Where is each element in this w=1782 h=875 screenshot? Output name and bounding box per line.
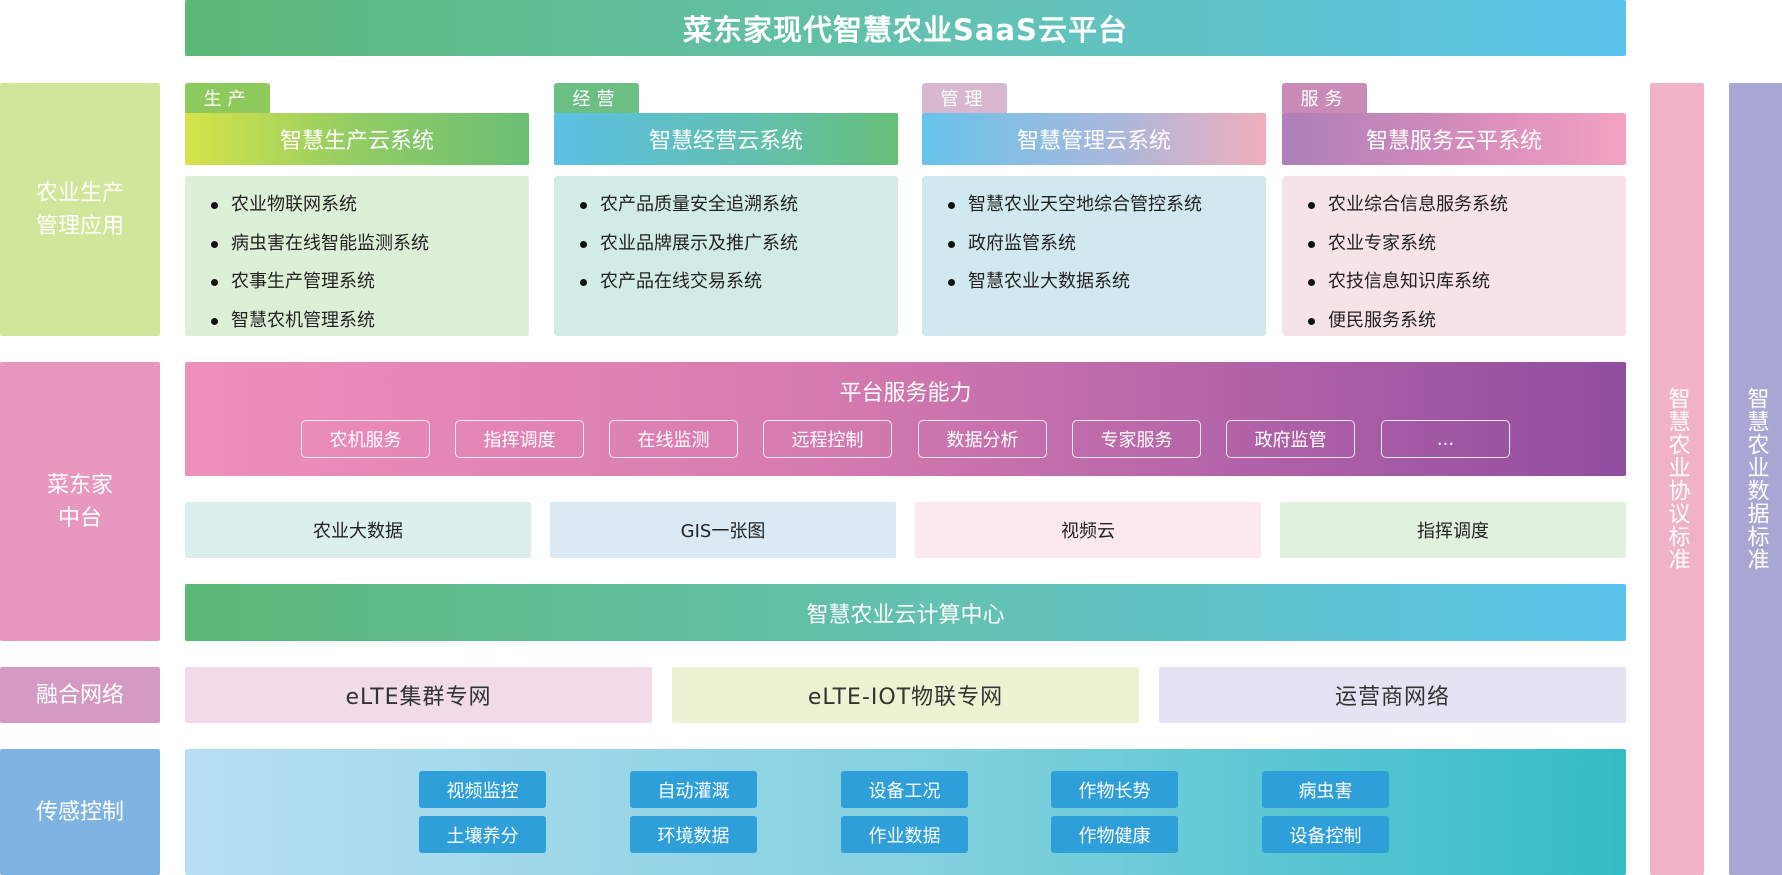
data-standard-label: 智慧农业数据标准	[1743, 387, 1769, 571]
capability-tag: 专家服务	[1072, 420, 1201, 458]
platform-title: 菜东家现代智慧农业SaaS云平台	[185, 0, 1626, 56]
sensing-tag: 作物长势	[1051, 771, 1178, 808]
layer-label-app-line1: 农业生产	[35, 180, 124, 206]
platform-service-panel: 平台服务能力 农机服务 指挥调度 在线监测 远程控制 数据分析 专家服务 政府监…	[185, 362, 1626, 476]
layer-label-sensing: 传感控制	[0, 749, 160, 875]
sensing-tag: 土壤养分	[419, 816, 546, 853]
management-system-header: 智慧管理云系统	[922, 113, 1266, 165]
network-box-elte: eLTE集群专网	[185, 667, 652, 723]
list-item: 农业综合信息服务系统	[1308, 186, 1626, 225]
sensing-panel: 视频监控 自动灌溉 设备工况 作物长势 病虫害 土壤养分 环境数据 作业数据 作…	[185, 749, 1626, 875]
list-item: 农事生产管理系统	[211, 263, 529, 302]
list-item: 农业品牌展示及推广系统	[580, 225, 898, 264]
list-item: 农业专家系统	[1308, 225, 1626, 264]
middle-box-big-data: 农业大数据	[185, 502, 531, 558]
list-item: 智慧农业大数据系统	[948, 263, 1266, 302]
network-box-elte-iot: eLTE-IOT物联专网	[672, 667, 1139, 723]
platform-service-title: 平台服务能力	[839, 381, 972, 406]
sensing-tag: 视频监控	[419, 771, 546, 808]
middle-box-video-cloud: 视频云	[915, 502, 1261, 558]
tab-service: 服务	[1282, 83, 1367, 113]
protocol-standard-bar: 智慧农业协议标准	[1650, 83, 1704, 875]
production-system-header: 智慧生产云系统	[185, 113, 529, 165]
layer-label-network: 融合网络	[0, 667, 160, 723]
layer-label-middle-line2: 中台	[57, 505, 102, 531]
management-system-list: 智慧农业天空地综合管控系统 政府监管系统 智慧农业大数据系统	[922, 176, 1266, 336]
layer-label-app-line2: 管理应用	[35, 213, 124, 239]
sensing-tag: 病虫害	[1262, 771, 1389, 808]
list-item: 智慧农业天空地综合管控系统	[948, 186, 1266, 225]
protocol-standard-label: 智慧农业协议标准	[1664, 387, 1690, 571]
capability-tag: 数据分析	[918, 420, 1047, 458]
list-item: 农技信息知识库系统	[1308, 263, 1626, 302]
sensing-tag: 环境数据	[630, 816, 757, 853]
list-item: 病虫害在线智能监测系统	[211, 225, 529, 264]
list-item: 智慧农机管理系统	[211, 302, 529, 341]
capability-tag-more: ...	[1381, 420, 1510, 458]
sensing-tag: 自动灌溉	[630, 771, 757, 808]
list-item: 农产品在线交易系统	[580, 263, 898, 302]
business-system-header: 智慧经营云系统	[554, 113, 898, 165]
cloud-computing-center: 智慧农业云计算中心	[185, 584, 1626, 641]
service-system-list: 农业综合信息服务系统 农业专家系统 农技信息知识库系统 便民服务系统	[1282, 176, 1626, 336]
capability-tag: 远程控制	[763, 420, 892, 458]
service-system-header: 智慧服务云平系统	[1282, 113, 1626, 165]
tab-production: 生产	[185, 83, 270, 113]
layer-label-app: 农业生产管理应用	[0, 83, 160, 336]
sensing-tag: 作物健康	[1051, 816, 1178, 853]
middle-box-dispatch: 指挥调度	[1280, 502, 1626, 558]
production-system-list: 农业物联网系统 病虫害在线智能监测系统 农事生产管理系统 智慧农机管理系统	[185, 176, 529, 336]
network-box-carrier: 运营商网络	[1159, 667, 1626, 723]
data-standard-bar: 智慧农业数据标准	[1729, 83, 1782, 875]
list-item: 农产品质量安全追溯系统	[580, 186, 898, 225]
business-system-list: 农产品质量安全追溯系统 农业品牌展示及推广系统 农产品在线交易系统	[554, 176, 898, 336]
layer-label-middle-line1: 菜东家	[46, 472, 113, 498]
capability-tag: 指挥调度	[455, 420, 584, 458]
tab-management: 管理	[922, 83, 1007, 113]
sensing-tag: 作业数据	[841, 816, 968, 853]
list-item: 便民服务系统	[1308, 302, 1626, 341]
list-item: 政府监管系统	[948, 225, 1266, 264]
capability-tag: 在线监测	[609, 420, 738, 458]
capability-tag: 农机服务	[301, 420, 430, 458]
list-item: 农业物联网系统	[211, 186, 529, 225]
sensing-tag: 设备控制	[1262, 816, 1389, 853]
tab-business: 经营	[554, 83, 639, 113]
capability-tag: 政府监管	[1226, 420, 1355, 458]
middle-box-gis: GIS一张图	[550, 502, 896, 558]
layer-label-middle: 菜东家中台	[0, 362, 160, 641]
sensing-tag: 设备工况	[841, 771, 968, 808]
